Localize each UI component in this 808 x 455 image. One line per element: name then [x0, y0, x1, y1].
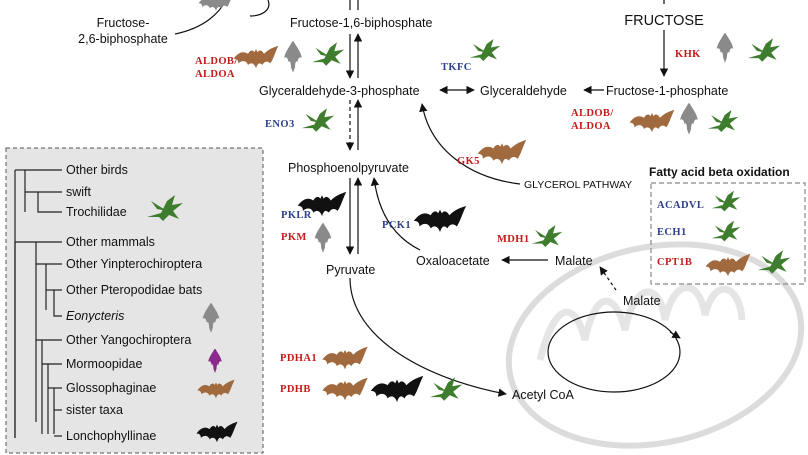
- bat-icon: [233, 45, 279, 69]
- metabolite-label: FRUCTOSE: [624, 13, 704, 29]
- bat-icon: [680, 103, 698, 135]
- legend-taxon: Lonchophyllinae: [66, 429, 156, 443]
- enzyme-label: ALDOA: [195, 69, 235, 80]
- enzyme-label: GK5: [457, 156, 480, 167]
- bat-icon: [370, 375, 424, 403]
- legend-taxon: Other mammals: [66, 235, 155, 249]
- hummingbird-icon: [707, 109, 739, 133]
- enzyme-label: TKFC: [441, 62, 472, 73]
- fatty-acid-box: Fatty acid beta oxidation ACADVL ECH1 CP…: [649, 165, 806, 285]
- legend-taxon: Other Pteropodidae bats: [66, 283, 202, 297]
- bat-icon: [322, 377, 368, 401]
- enzyme-label: PDHB: [280, 384, 311, 395]
- hummingbird-icon: [747, 38, 781, 62]
- enzyme-label: PCK1: [382, 220, 411, 231]
- hummingbird-icon: [469, 38, 501, 62]
- hummingbird-icon: [301, 108, 335, 132]
- bat-icon: [322, 346, 368, 370]
- enzyme-label: PDHA1: [280, 353, 317, 364]
- enzyme-label: PKLR: [281, 210, 312, 221]
- mitochondrion-icon: [505, 241, 805, 449]
- bat-icon: [314, 223, 332, 253]
- enzyme-label: PKM: [281, 232, 307, 243]
- metabolite-label: Acetyl CoA: [512, 388, 574, 402]
- hummingbird-icon: [311, 42, 345, 66]
- legend-taxon: Other birds: [66, 163, 128, 177]
- metabolite-label: GLYCEROL PATHWAY: [524, 179, 632, 191]
- fatty-acid-box-title: Fatty acid beta oxidation: [649, 165, 790, 179]
- bat-icon: [629, 109, 675, 133]
- enzyme-label: ACADVL: [657, 200, 704, 211]
- metabolite-label: Fructose-1-phosphate: [606, 84, 728, 98]
- metabolite-label: Oxaloacetate: [416, 254, 490, 268]
- legend-panel: Other birds swift Trochilidae Other mamm…: [5, 147, 264, 454]
- legend-taxon: sister taxa: [66, 403, 123, 417]
- hummingbird-icon: [711, 220, 741, 242]
- metabolite-label: Glyceraldehyde-3-phosphate: [259, 84, 420, 98]
- bat-icon: [413, 205, 467, 233]
- enzyme-label: ECH1: [657, 227, 687, 238]
- enzyme-label: MDH1: [497, 234, 530, 245]
- legend-taxon: swift: [66, 185, 92, 199]
- metabolite-label: Malate: [555, 254, 593, 268]
- legend-taxon: Eonycteris: [66, 309, 124, 323]
- hummingbird-icon: [711, 190, 741, 212]
- legend-taxon: Other Yangochiroptera: [66, 333, 191, 347]
- enzyme-label: ALDOB/: [571, 108, 614, 119]
- metabolite-label: Glyceraldehyde: [480, 84, 567, 98]
- metabolite-label: 2,6-biphosphate: [78, 32, 168, 46]
- legend-taxon: Glossophaginae: [66, 381, 156, 395]
- legend-taxon: Mormoopidae: [66, 357, 142, 371]
- metabolite-label: Malate: [623, 294, 661, 308]
- enzyme-label: KHK: [675, 49, 701, 60]
- hummingbird-icon: [429, 377, 463, 401]
- hummingbird-icon: [531, 224, 563, 248]
- metabolite-label: Phosphoenolpyruvate: [288, 161, 409, 175]
- metabolite-label: Fructose-1,6-biphosphate: [290, 16, 432, 30]
- phylogenetic-tree: [14, 169, 62, 438]
- bat-icon: [477, 139, 527, 165]
- bat-icon: [716, 33, 734, 63]
- bat-icon: [198, 0, 234, 11]
- metabolite-label: Fructose-: [97, 16, 150, 30]
- enzyme-label: ENO3: [265, 119, 295, 130]
- enzyme-label: CPT1B: [657, 257, 692, 268]
- bat-icon: [705, 253, 751, 277]
- metabolite-label: Pyruvate: [326, 263, 375, 277]
- bat-icon: [284, 41, 302, 73]
- legend-taxon: Trochilidae: [66, 205, 127, 219]
- enzyme-label: ALDOA: [571, 121, 611, 132]
- legend-taxon: Other Yinpterochiroptera: [66, 257, 202, 271]
- enzyme-label: ALDOB/: [195, 56, 238, 67]
